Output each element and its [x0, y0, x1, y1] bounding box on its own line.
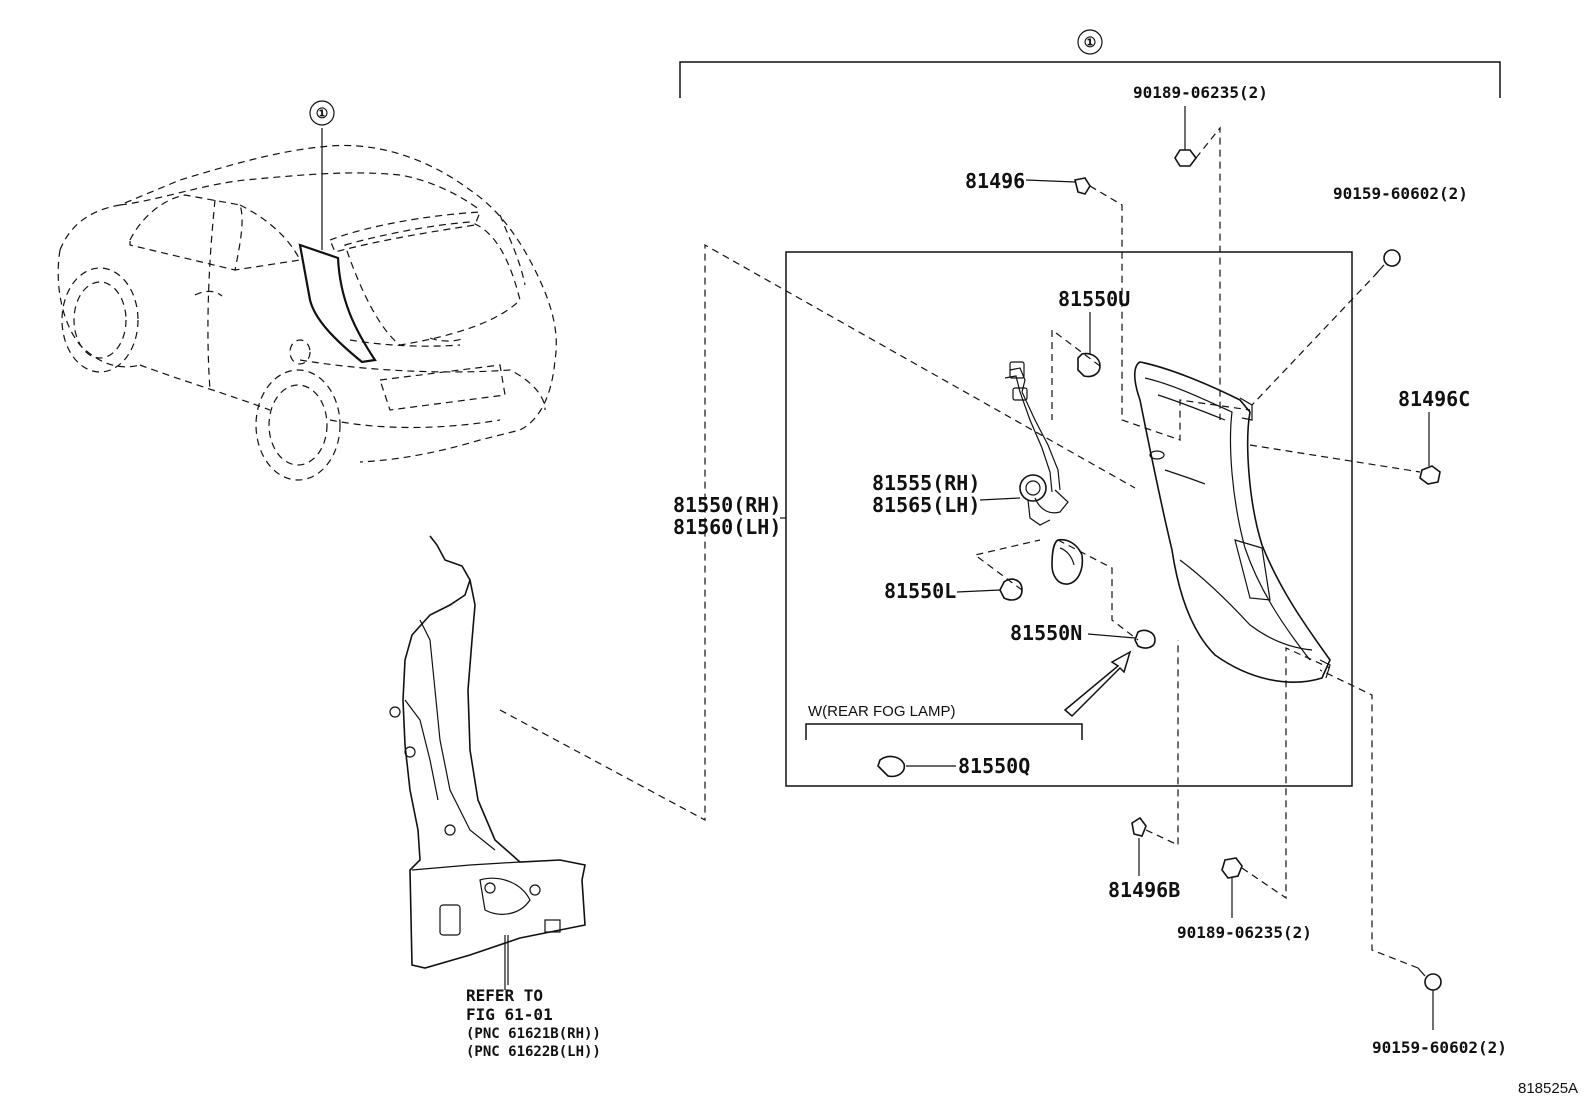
- label-81550Q: 81550Q: [958, 754, 1030, 778]
- label-90189-bottom: 90189-06235(2): [1177, 923, 1312, 942]
- label-81565-lh: 81565(LH): [872, 493, 980, 517]
- body-panel-illustration: [389, 535, 586, 990]
- refer-note: REFER TO FIG 61-01 (PNC 61621B(RH)) (PNC…: [466, 986, 601, 1060]
- assembly-callout-symbol: ①: [1084, 35, 1097, 51]
- label-81550N: 81550N: [1010, 621, 1082, 645]
- refer-line-2: FIG 61-01: [466, 1005, 553, 1024]
- assembly-dashed-lines: [973, 126, 1421, 969]
- refer-line-3: (PNC 61621B(RH)): [466, 1026, 601, 1042]
- screw-90159-bottom: [1417, 967, 1442, 991]
- lamp-unit-box: [785, 251, 1353, 787]
- socket-wire-assembly: [1004, 361, 1084, 585]
- refer-line-4: (PNC 61622B(LH)): [466, 1044, 601, 1060]
- label-90159-bottom: 90159-60602(2): [1372, 1038, 1507, 1057]
- nut-90189-top: [1174, 149, 1197, 167]
- part-labels: 90189-06235(2) 81496 90159-60602(2) 8155…: [673, 83, 1578, 1097]
- car-callout-symbol: ①: [316, 106, 329, 122]
- label-81550-rh: 81550(RH): [673, 493, 781, 517]
- figure-id: 818525A: [1518, 1080, 1578, 1097]
- rear-lamp-housing: [1133, 361, 1331, 683]
- label-81496C: 81496C: [1398, 387, 1470, 411]
- screw-90159-top: [1374, 249, 1401, 276]
- bulb-81550Q: [877, 755, 906, 778]
- label-81496: 81496: [965, 169, 1025, 193]
- insertion-arrow: [1063, 650, 1132, 718]
- label-rear-fog-lamp: W(REAR FOG LAMP): [808, 703, 956, 720]
- refer-line-1: REFER TO: [466, 986, 543, 1005]
- clip-81496B: [1131, 816, 1147, 837]
- label-90189-top: 90189-06235(2): [1133, 83, 1268, 102]
- car-illustration: ①: [57, 100, 557, 481]
- bulb-81550N: [1134, 629, 1156, 649]
- bulb-81550U: [1077, 352, 1101, 378]
- clip-81496: [1074, 177, 1091, 195]
- nut-90189-bottom: [1221, 857, 1243, 879]
- assembly-bracket: ①: [679, 29, 1501, 98]
- label-81496B: 81496B: [1108, 878, 1180, 902]
- label-81550L: 81550L: [884, 579, 956, 603]
- label-90159-top: 90159-60602(2): [1333, 184, 1468, 203]
- rear-fog-bracket: [805, 723, 1083, 740]
- leader-lines: [780, 106, 1434, 1030]
- label-81560-lh: 81560(LH): [673, 515, 781, 539]
- bulb-81550L: [999, 578, 1023, 601]
- nut-81496C: [1419, 465, 1441, 485]
- label-81555-rh: 81555(RH): [872, 471, 980, 495]
- label-81550U: 81550U: [1058, 287, 1130, 311]
